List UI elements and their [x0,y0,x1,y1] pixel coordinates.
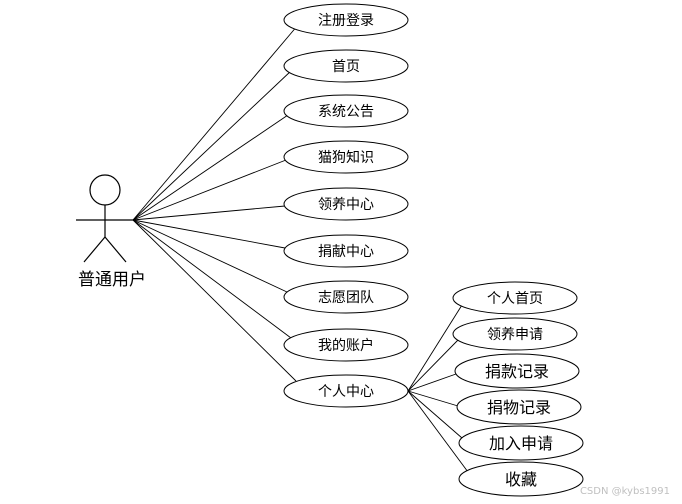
sub-use-case-5: 收藏 [458,461,584,497]
use-case-ellipse [283,280,409,314]
edge-actor-uc-2 [132,114,289,221]
edge-actor-uc-3 [132,159,287,221]
actor-label: 普通用户 [78,270,146,290]
actor-figure [76,174,134,263]
sub-use-case-4: 加入申请 [458,425,584,461]
use-case-label: 首页 [332,59,360,75]
use-case-label: 注册登录 [318,13,374,29]
use-case-4: 领养中心 [283,187,409,221]
use-case-label: 猫狗知识 [318,149,374,166]
use-case-2: 系统公告 [283,94,409,128]
use-case-0: 注册登录 [283,3,409,37]
use-case-3: 猫狗知识 [283,140,409,174]
edge-sub-2 [407,373,457,392]
sub-use-case-2: 捐款记录 [454,353,580,389]
sub-use-case-ellipse [454,353,580,389]
sub-use-case-label: 收藏 [505,470,537,489]
sub-use-case-1: 领养申请 [452,317,578,351]
use-case-1: 首页 [283,49,409,83]
edge-actor-uc-6 [132,219,288,293]
sub-use-case-ellipse [456,389,582,425]
use-case-ellipse [283,374,409,408]
edge-actor-uc-5 [132,219,286,249]
edge-actor-uc-7 [132,219,292,339]
sub-use-case-ellipse [452,317,578,351]
sub-use-case-ellipse [458,461,584,497]
use-case-ellipse [283,140,409,174]
sub-use-case-0: 个人首页 [452,281,578,315]
use-case-6: 志愿团队 [283,280,409,314]
edge-actor-uc-8 [132,219,297,382]
use-case-ellipse [283,49,409,83]
use-case-label: 志愿团队 [318,290,374,306]
use-case-8: 个人中心 [283,374,409,408]
edge-actor-uc-1 [132,69,293,221]
use-case-5: 捐献中心 [283,234,409,268]
sub-use-case-label: 捐款记录 [485,362,549,381]
use-case-label: 领养中心 [318,197,374,213]
edge-sub-0 [407,304,463,392]
edge-sub-4 [407,390,463,439]
actor-right-leg [104,236,127,263]
use-case-ellipse [283,234,409,268]
edge-sub-3 [407,390,459,407]
actor-head [89,174,121,206]
use-case-label: 个人中心 [318,384,374,400]
use-case-ellipse [283,3,409,37]
edge-sub-5 [407,390,469,473]
sub-use-case-label: 领养申请 [487,327,543,343]
actor-connections [132,24,299,382]
watermark: CSDN @kybs1991 [580,486,670,497]
sub-use-case-3: 捐物记录 [456,389,582,425]
use-case-ellipse [283,187,409,221]
use-case-label: 系统公告 [318,104,374,120]
edge-sub-1 [407,339,459,392]
edge-actor-uc-4 [132,205,286,221]
sub-connections [407,304,469,473]
sub-use-case-label: 个人首页 [487,291,543,307]
sub-use-case-label: 加入申请 [489,434,553,453]
sub-use-case-ellipse [452,281,578,315]
use-case-ellipse [283,94,409,128]
actor-left-leg [83,236,106,263]
use-case-label: 捐献中心 [318,244,374,260]
sub-use-case-label: 捐物记录 [487,398,551,417]
use-case-ellipse [283,328,409,362]
use-case-7: 我的账户 [283,328,409,362]
edge-actor-uc-0 [132,24,299,221]
use-case-label: 我的账户 [318,337,374,354]
sub-use-case-ellipse [458,425,584,461]
